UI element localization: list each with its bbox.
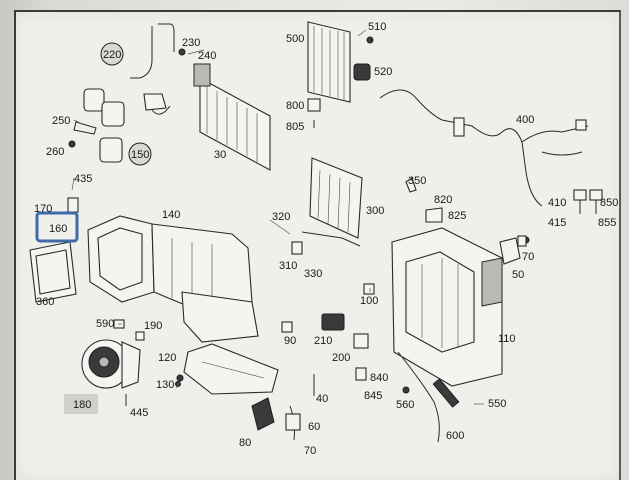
callout-590[interactable]: 590 xyxy=(96,318,114,330)
callout-130[interactable]: 130 xyxy=(156,379,174,391)
callout-30[interactable]: 30 xyxy=(214,149,226,161)
callout-70-upper[interactable]: 70 xyxy=(522,251,534,263)
callout-40[interactable]: 40 xyxy=(316,393,328,405)
callout-160[interactable]: 160 xyxy=(49,223,67,235)
leader-lines xyxy=(71,29,484,405)
hose-220-drawing xyxy=(130,23,175,115)
callout-350[interactable]: 350 xyxy=(408,175,426,187)
callout-150[interactable]: 150 xyxy=(131,149,149,161)
evaporator-300-drawing xyxy=(291,157,363,255)
callout-845[interactable]: 845 xyxy=(364,390,382,402)
callout-170[interactable]: 170 xyxy=(34,203,52,215)
callout-labels: 220 230 240 500 510 520 800 805 250 260 … xyxy=(34,21,618,457)
callout-300[interactable]: 300 xyxy=(366,205,384,217)
callout-360[interactable]: 360 xyxy=(36,296,54,308)
callout-850[interactable]: 850 xyxy=(600,197,618,209)
filter-frame-360-drawing xyxy=(29,241,77,303)
callout-400[interactable]: 400 xyxy=(516,114,534,126)
callout-435[interactable]: 435 xyxy=(74,173,92,185)
callout-820[interactable]: 820 xyxy=(434,194,452,206)
duct-120-drawing xyxy=(176,343,279,395)
callout-210[interactable]: 210 xyxy=(314,335,332,347)
callout-110[interactable]: 110 xyxy=(498,333,516,345)
callout-190[interactable]: 190 xyxy=(144,320,162,332)
hvac-unit-110-drawing xyxy=(391,227,503,387)
callout-520[interactable]: 520 xyxy=(374,66,392,78)
callout-825[interactable]: 825 xyxy=(448,210,466,222)
callout-90[interactable]: 90 xyxy=(284,335,296,347)
seals-250-drawing xyxy=(68,88,125,163)
callout-800[interactable]: 800 xyxy=(286,100,304,112)
callout-260[interactable]: 260 xyxy=(46,146,64,158)
callout-840[interactable]: 840 xyxy=(370,372,388,384)
callout-180-shade xyxy=(64,394,98,414)
wiring-harness-400-drawing xyxy=(379,89,603,214)
highlight-box-160 xyxy=(35,211,79,243)
callout-70-lower[interactable]: 70 xyxy=(304,445,316,457)
actuator-80-drawing xyxy=(251,374,315,441)
exploded-parts-diagram: 220 230 240 500 510 520 800 805 250 260 … xyxy=(29,21,618,457)
parts-diagram-sheet: 220 230 240 500 510 520 800 805 250 260 … xyxy=(14,10,621,480)
callout-600[interactable]: 600 xyxy=(446,430,464,442)
callout-445[interactable]: 445 xyxy=(130,407,148,419)
callout-50[interactable]: 50 xyxy=(512,269,524,281)
callout-310[interactable]: 310 xyxy=(279,260,297,272)
drain-hose-600-drawing xyxy=(397,351,460,443)
resistor-210-drawing xyxy=(321,313,369,381)
callout-180[interactable]: 180 xyxy=(73,399,91,411)
callout-415[interactable]: 415 xyxy=(548,217,566,229)
heater-core-30-drawing xyxy=(193,63,271,171)
callout-120[interactable]: 120 xyxy=(158,352,176,364)
callout-250[interactable]: 250 xyxy=(52,115,70,127)
callout-200[interactable]: 200 xyxy=(332,352,350,364)
blower-motor-180-drawing xyxy=(81,339,141,406)
callout-220-circle xyxy=(100,42,124,66)
callout-330[interactable]: 330 xyxy=(304,268,322,280)
callout-240[interactable]: 240 xyxy=(198,50,216,62)
callout-100[interactable]: 100 xyxy=(360,295,378,307)
evaporator-500-drawing xyxy=(307,21,371,128)
callout-500[interactable]: 500 xyxy=(286,33,304,45)
callout-510[interactable]: 510 xyxy=(368,21,386,33)
callout-410[interactable]: 410 xyxy=(548,197,566,209)
callout-550[interactable]: 550 xyxy=(488,398,506,410)
callout-230[interactable]: 230 xyxy=(182,37,200,49)
callout-855[interactable]: 855 xyxy=(598,217,616,229)
callout-320[interactable]: 320 xyxy=(272,211,290,223)
callout-220[interactable]: 220 xyxy=(103,49,121,61)
callout-150-circle xyxy=(128,142,152,166)
callout-80[interactable]: 80 xyxy=(239,437,251,449)
callout-560[interactable]: 560 xyxy=(396,399,414,411)
callout-140[interactable]: 140 xyxy=(162,209,180,221)
blower-housing-140-drawing xyxy=(67,197,259,343)
callout-60[interactable]: 60 xyxy=(308,421,320,433)
callout-805[interactable]: 805 xyxy=(286,121,304,133)
